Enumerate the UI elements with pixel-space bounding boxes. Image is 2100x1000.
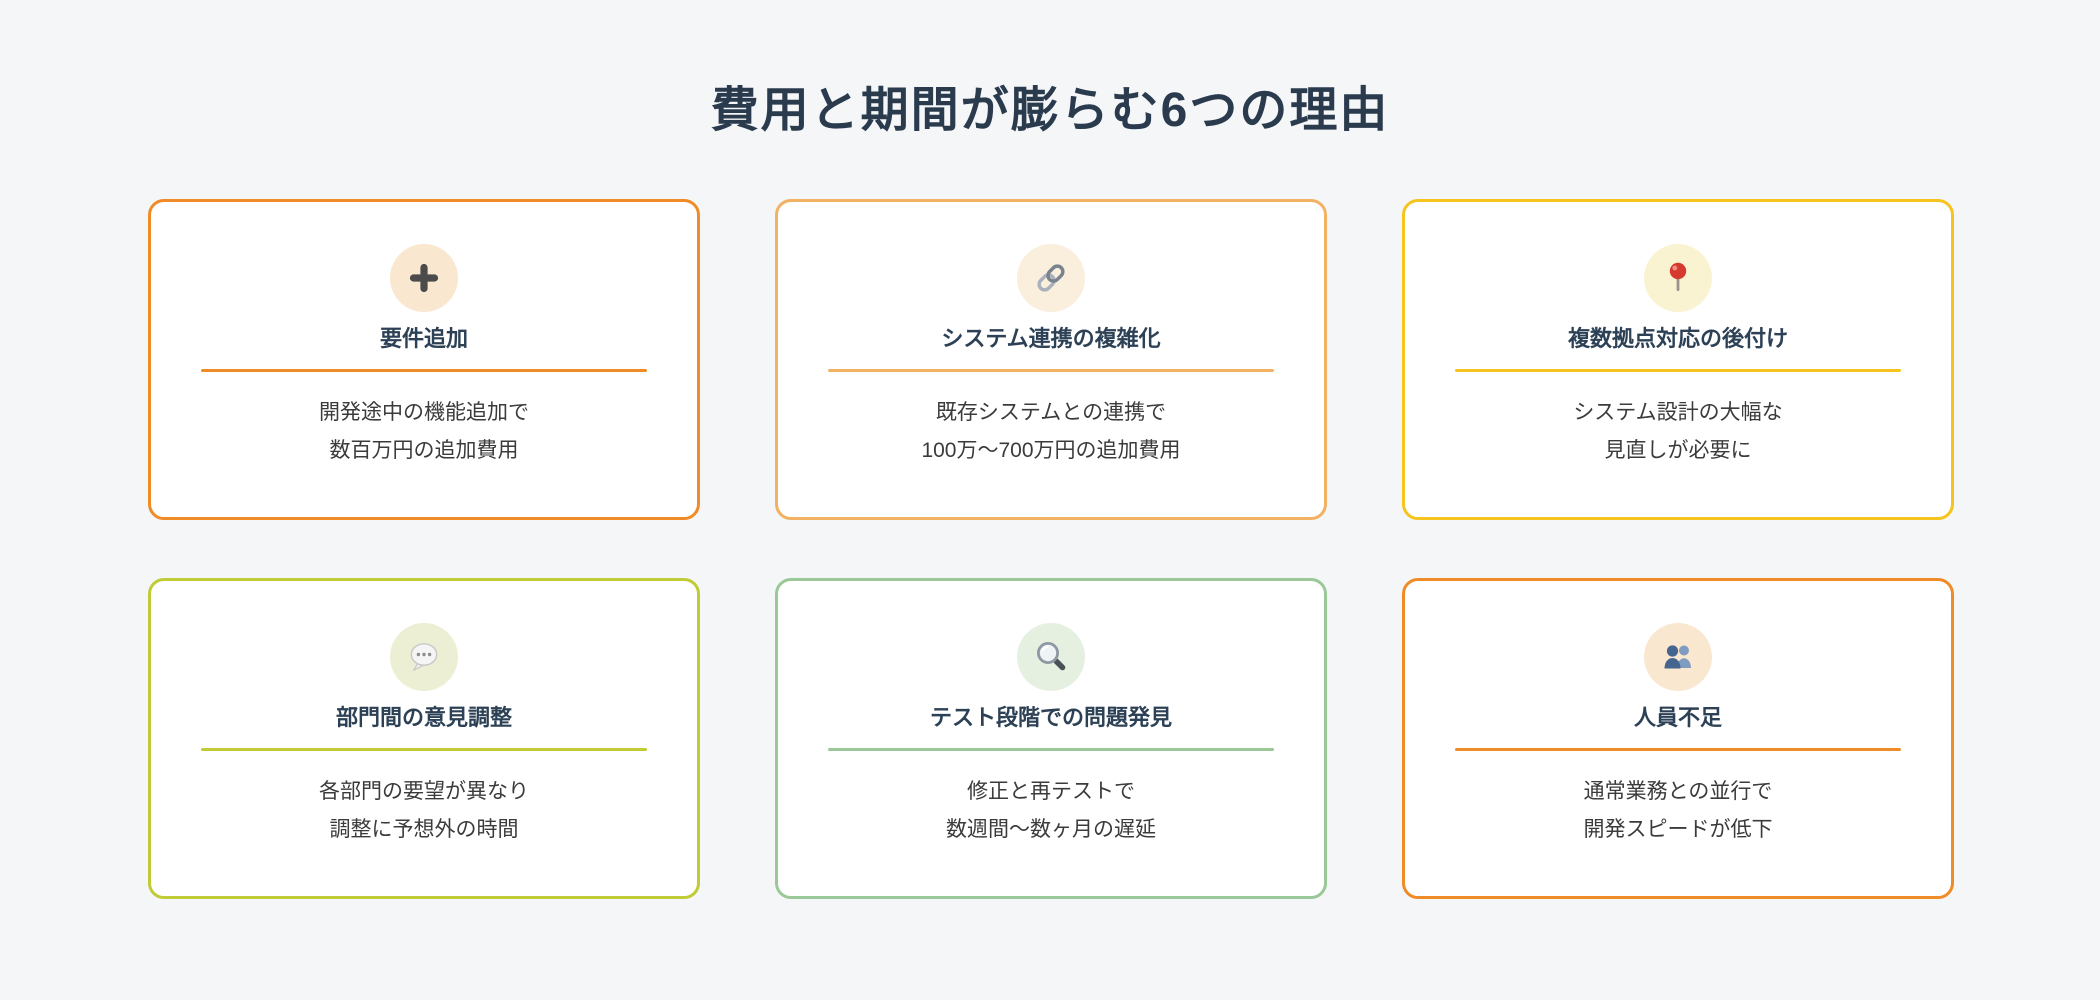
description-line-2: 数百万円の追加費用 xyxy=(329,439,519,462)
accent-divider xyxy=(201,369,647,372)
magnifier-icon xyxy=(1036,641,1066,671)
description-line-2: 数週間〜数ヶ月の遅延 xyxy=(946,818,1156,841)
icon-badge xyxy=(1644,623,1712,691)
reason-card-coordination: 部門間の意見調整 各部門の要望が異なり調整に予想外の時間 xyxy=(148,578,700,899)
icon-badge xyxy=(1017,623,1085,691)
card-description: 通常業務との並行で開発スピードが低下 xyxy=(1584,773,1773,849)
speech-balloon-icon xyxy=(410,643,438,672)
plus-icon xyxy=(409,263,439,293)
description-line-2: 開発スピードが低下 xyxy=(1583,818,1773,841)
card-description: 各部門の要望が異なり調整に予想外の時間 xyxy=(319,773,529,849)
page-title: 費用と期間が膨らむ6つの理由 xyxy=(710,84,1390,137)
card-title: システム連携の複雑化 xyxy=(941,326,1161,351)
card-title: 部門間の意見調整 xyxy=(335,705,512,730)
card-title: 人員不足 xyxy=(1633,705,1722,730)
reason-card-multisite: 複数拠点対応の後付け システム設計の大幅な見直しが必要に xyxy=(1402,199,1954,520)
accent-divider xyxy=(828,748,1274,751)
accent-divider xyxy=(1455,369,1901,372)
reason-card-integration: システム連携の複雑化 既存システムとの連携で 100万〜700万円の追加費用 xyxy=(775,199,1327,520)
accent-divider xyxy=(828,369,1274,372)
description-line-1: 通常業務との並行で xyxy=(1583,780,1773,803)
reason-card-requirements: 要件追加 開発途中の機能追加で数百万円の追加費用 xyxy=(148,199,700,520)
description-line-2: 見直しが必要に xyxy=(1604,439,1752,462)
card-description: 既存システムとの連携で 100万〜700万円の追加費用 xyxy=(921,394,1180,470)
accent-divider xyxy=(201,748,647,751)
description-line-1: 各部門の要望が異なり xyxy=(319,780,529,803)
card-title: 複数拠点対応の後付け xyxy=(1567,326,1788,351)
icon-badge xyxy=(390,623,458,691)
description-line-1: 既存システムとの連携で xyxy=(935,401,1167,424)
icon-badge xyxy=(1644,244,1712,312)
icon-badge xyxy=(390,244,458,312)
icon-badge xyxy=(1017,244,1085,312)
description-line-2: 100万〜700万円の追加費用 xyxy=(921,439,1181,462)
reason-card-testing: テスト段階での問題発見 修正と再テストで数週間〜数ヶ月の遅延 xyxy=(775,578,1327,899)
pushpin-icon xyxy=(1669,262,1687,291)
card-title: テスト段階での問題発見 xyxy=(929,705,1172,730)
people-icon xyxy=(1664,645,1691,669)
card-description: 修正と再テストで数週間〜数ヶ月の遅延 xyxy=(946,773,1156,849)
card-description: 開発途中の機能追加で数百万円の追加費用 xyxy=(319,394,529,470)
description-line-2: 調整に予想外の時間 xyxy=(329,818,519,841)
accent-divider xyxy=(1455,748,1901,751)
description-line-1: システム設計の大幅な xyxy=(1573,401,1783,424)
description-line-1: 開発途中の機能追加で xyxy=(319,401,529,424)
card-title: 要件追加 xyxy=(379,326,468,351)
reason-card-grid: 要件追加 開発途中の機能追加で数百万円の追加費用 システム連携の複雑化 既存シス… xyxy=(148,199,1954,899)
link-icon xyxy=(1037,264,1065,292)
card-description: システム設計の大幅な見直しが必要に xyxy=(1573,394,1782,470)
reason-card-staffing: 人員不足 通常業務との並行で開発スピードが低下 xyxy=(1402,578,1954,899)
description-line-1: 修正と再テストで xyxy=(967,780,1135,803)
